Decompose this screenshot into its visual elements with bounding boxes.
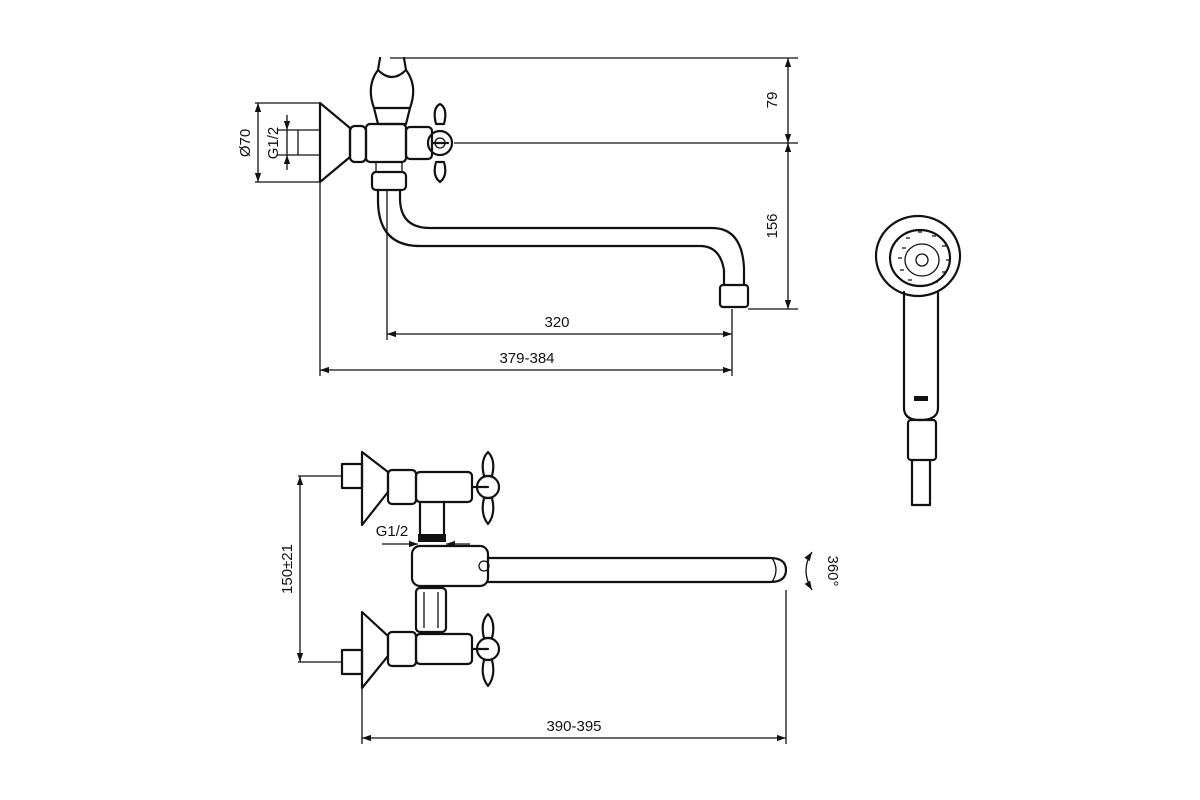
shower-head-inner: [904, 243, 940, 277]
side-diverter-nut: [370, 170, 408, 192]
dim-label-150: 150±21: [279, 544, 296, 594]
hand-shower: [874, 214, 962, 507]
side-shower-holder: [369, 56, 415, 126]
top-view: 360° G1/2 150±21 390-395: [279, 450, 841, 744]
side-wall-flange: [318, 101, 352, 184]
dim-label-390-395: 390-395: [546, 718, 601, 735]
dim-label-79: 79: [764, 92, 781, 109]
dim-label-320: 320: [544, 314, 569, 331]
side-handle-hub: [426, 129, 454, 157]
side-aerator: [718, 283, 750, 309]
top-upper-thread: [340, 462, 364, 490]
top-spout: [486, 556, 788, 584]
top-body-center: [410, 544, 490, 588]
shower-head-outer: [874, 214, 962, 298]
shower-logo-mark: [914, 396, 928, 401]
top-lower-thread: [340, 648, 364, 676]
top-upper-valve: [414, 470, 474, 504]
top-lower-flange: [360, 610, 390, 690]
top-upper-nut: [386, 468, 418, 506]
top-lower-nut: [386, 630, 418, 668]
top-lower-valve: [414, 632, 474, 666]
top-upper-handle: [470, 450, 495, 526]
dim-label-156: 156: [764, 213, 781, 238]
top-lower-handle: [470, 612, 495, 688]
rotation-label: 360°: [824, 555, 841, 586]
top-body-lower: [414, 586, 448, 634]
top-upper-flange: [360, 450, 390, 527]
side-spout: [376, 188, 746, 287]
shower-hose: [910, 458, 932, 507]
side-thread-stub: [297, 129, 320, 156]
dim-label-379-384: 379-384: [499, 350, 554, 367]
side-handle-center: [434, 137, 446, 149]
shower-nozzles: [898, 231, 950, 287]
top-body-thread-band: [418, 534, 446, 542]
side-view: 79 156 320 379-384 Ø70 G1/2: [237, 56, 798, 376]
side-mixer-body: [364, 122, 408, 164]
dim-label-g12-top: G1/2: [376, 523, 409, 540]
shower-connector: [906, 418, 938, 462]
dim-label-d70: Ø70: [237, 129, 254, 157]
dim-label-g12-side: G1/2: [265, 127, 282, 160]
side-flange-nut: [348, 124, 368, 164]
rotation-arrow: [804, 551, 813, 591]
top-body-upper: [418, 500, 446, 538]
